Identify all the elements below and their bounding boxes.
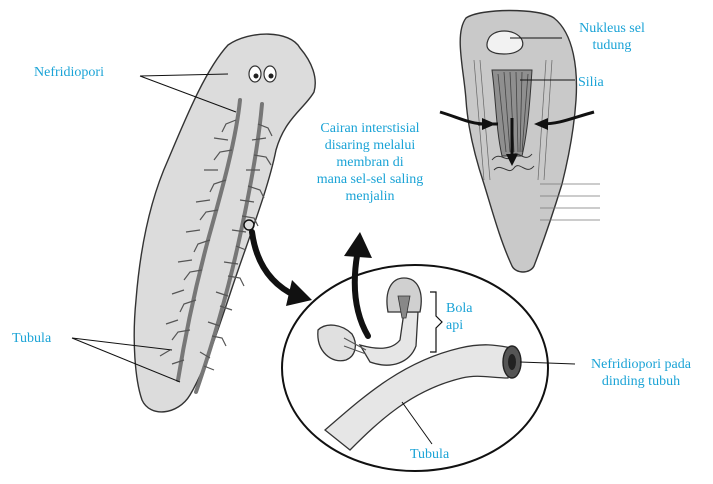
label-nukleus: Nukleus sel tudung xyxy=(562,20,662,54)
label-cairan-interstisial: Cairan interstisial disaring melalui mem… xyxy=(300,120,440,205)
label-tubula-bottom: Tubula xyxy=(410,446,449,463)
nucleus xyxy=(487,31,523,54)
label-bola-api: Bola api xyxy=(446,300,472,334)
label-tubula-left: Tubula xyxy=(12,330,51,347)
label-nefridiopori: Nefridiopori xyxy=(34,64,104,81)
flame-cell xyxy=(460,11,576,273)
label-nefridiopori-dinding: Nefridiopori pada dinding tubuh xyxy=(572,356,710,390)
curved-arrow-icon xyxy=(252,232,312,306)
label-silia: Silia xyxy=(578,74,604,91)
detail-circle xyxy=(282,265,548,471)
